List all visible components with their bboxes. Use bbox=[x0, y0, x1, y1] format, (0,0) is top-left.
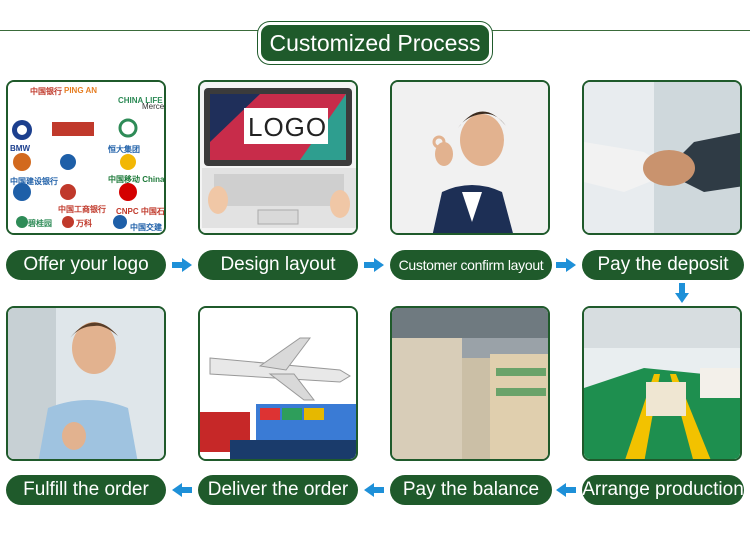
customer-photo bbox=[392, 82, 548, 233]
arrow-left-icon bbox=[364, 483, 384, 497]
step-3-image-customer-ok bbox=[390, 80, 550, 235]
step-8-label: Fulfill the order bbox=[6, 475, 166, 505]
step-7-label: Deliver the order bbox=[198, 475, 358, 505]
brand-icbc: 中国工商银行 bbox=[58, 205, 106, 214]
step-1-label: Offer your logo bbox=[6, 250, 166, 280]
step-8-image-thumbs-up bbox=[6, 306, 166, 461]
step-4-label: Pay the deposit bbox=[582, 250, 744, 280]
step-3-label: Customer confirm layout bbox=[390, 250, 552, 280]
brand-mercedes: Merce bbox=[142, 102, 165, 111]
warehouse-photo bbox=[392, 308, 548, 459]
step-2-image-laptop-design: LOGO bbox=[198, 80, 358, 235]
design-logo-text: LOGO bbox=[248, 112, 328, 142]
brand-china-life: CHINA LIFE bbox=[118, 96, 163, 105]
brand-logo-wall bbox=[8, 82, 164, 233]
brand-vanke: 万科 bbox=[76, 219, 92, 228]
arrow-right-icon bbox=[556, 258, 576, 272]
handshake-photo bbox=[584, 82, 740, 233]
step-7-image-logistics bbox=[198, 306, 358, 461]
step-1-image-brand-logos: 中国银行 PING AN CHINA LIFE Merce BMW 中国建设银行… bbox=[6, 80, 166, 235]
step-2-label: Design layout bbox=[198, 250, 358, 280]
step-6-label: Pay the balance bbox=[390, 475, 552, 505]
step-4-image-handshake bbox=[582, 80, 742, 235]
brand-evergrande: 恒大集团 bbox=[108, 145, 140, 154]
step-6-image-warehouse bbox=[390, 306, 550, 461]
brand-cccc: 中国交建 bbox=[130, 223, 162, 232]
step-5-label: Arrange production bbox=[582, 475, 744, 505]
fulfill-photo bbox=[8, 308, 164, 459]
logistics-illustration bbox=[200, 308, 356, 459]
page-title: Customized Process bbox=[258, 22, 492, 64]
brand-cnpc: CNPC 中国石油 bbox=[116, 207, 165, 216]
arrow-left-icon bbox=[172, 483, 192, 497]
laptop-illustration bbox=[200, 82, 356, 233]
brand-ccb: 中国建设银行 bbox=[10, 177, 58, 186]
factory-photo bbox=[584, 308, 740, 459]
brand-country-garden: 碧桂园 bbox=[28, 219, 52, 228]
arrow-right-icon bbox=[364, 258, 384, 272]
step-5-image-factory bbox=[582, 306, 742, 461]
arrow-down-icon bbox=[675, 283, 689, 303]
brand-ping-an: PING AN bbox=[64, 86, 98, 95]
arrow-left-icon bbox=[556, 483, 576, 497]
brand-bmw: BMW bbox=[10, 144, 30, 153]
brand-china-mobile: 中国移动 China Mobile bbox=[108, 175, 165, 184]
arrow-right-icon bbox=[172, 258, 192, 272]
brand-bank-of-china: 中国银行 bbox=[30, 87, 62, 96]
